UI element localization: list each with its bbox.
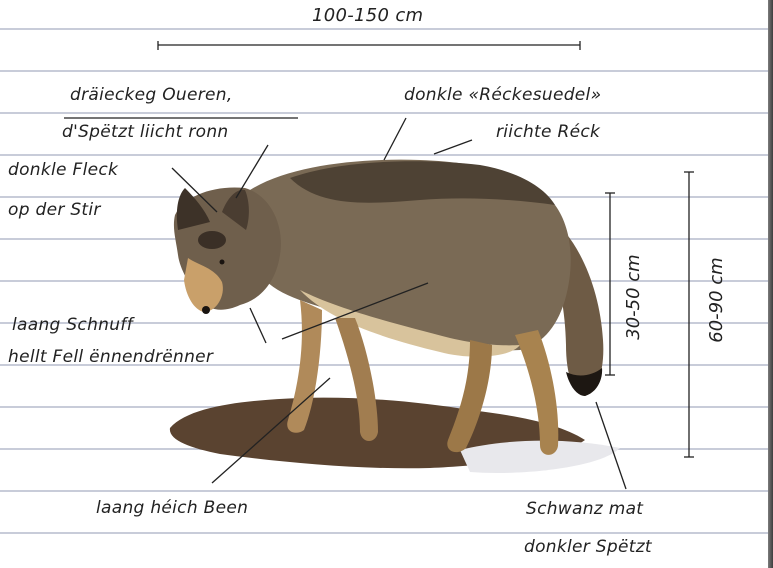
back-pointer (434, 140, 472, 154)
belly-label: hellt Fell ënnendrënner (8, 347, 213, 367)
saddle-label: donkle «Réckesuedel» (404, 85, 601, 105)
legs-label: laang héich Been (96, 498, 248, 518)
shoulder-height-label: 60-90 cm (706, 250, 730, 350)
saddle-pointer (384, 118, 406, 160)
forehead-spot-label-line1: donkle Fleck (8, 160, 118, 180)
snout-pointer (250, 308, 266, 343)
leg-height-label: 30-50 cm (623, 252, 647, 342)
tail-label-line1: Schwanz mat (526, 499, 643, 519)
length-label: 100-150 cm (312, 5, 423, 26)
back-label: riichte Réck (496, 122, 600, 142)
ears-label-line2: d'Spëtzt liicht ronn (62, 122, 228, 142)
snout-label: laang Schnuff (12, 315, 133, 335)
ears-label-line1: dräieckeg Oueren, (70, 85, 233, 105)
tail-label-line2: donkler Spëtzt (524, 537, 652, 557)
forehead-spot-label-line2: op der Stir (8, 200, 101, 220)
